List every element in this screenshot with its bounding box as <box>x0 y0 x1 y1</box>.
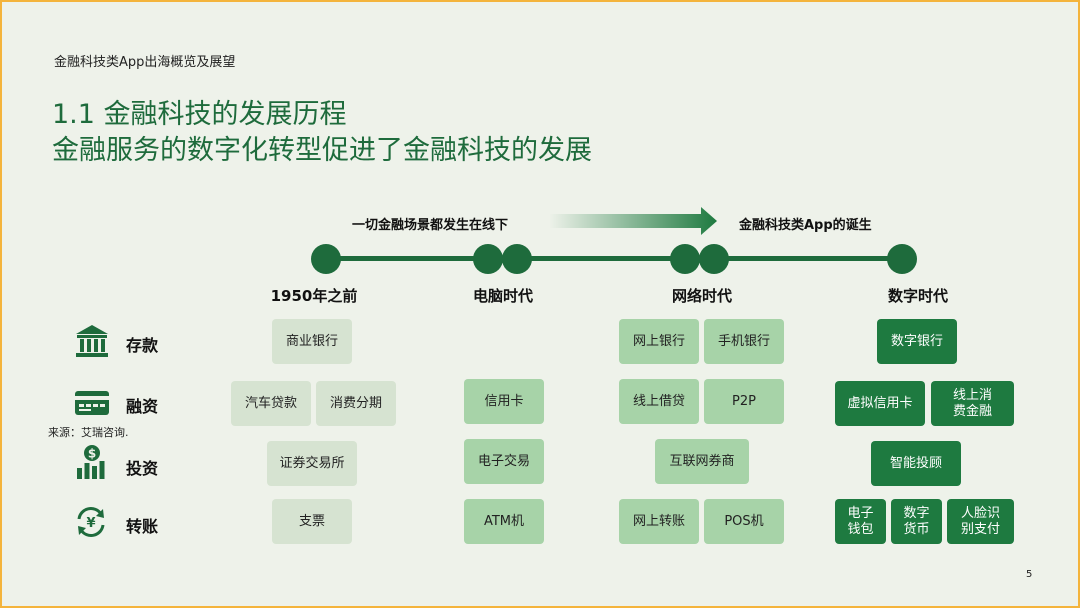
cell-atm: ATM机 <box>464 499 544 544</box>
cell-mobile-banking: 手机银行 <box>704 319 784 364</box>
offline-era-label: 一切金融场景都发生在线下 <box>352 218 509 233</box>
cell-car-loan: 汽车贷款 <box>231 381 311 426</box>
cell-virtual-credit-card: 虚拟信用卡 <box>835 381 925 426</box>
cell-digital-currency: 数字 货币 <box>891 499 942 544</box>
cell-robo-advisor: 智能投顾 <box>871 441 961 486</box>
timeline-dot <box>502 244 532 274</box>
investment-chart-icon: $ <box>77 445 105 479</box>
category-savings-label: 存款 <box>126 336 159 355</box>
credit-card-icon <box>75 391 109 415</box>
cell-face-payment: 人脸识 别支付 <box>947 499 1014 544</box>
era-computer: 电脑时代 <box>472 287 534 305</box>
category-transfer-label: 转账 <box>126 517 159 536</box>
yen-exchange-icon: ¥ <box>77 507 105 537</box>
cell-consumer-installment: 消费分期 <box>316 381 396 426</box>
cell-electronic-trading: 电子交易 <box>464 439 544 484</box>
cell-online-banking: 网上银行 <box>619 319 699 364</box>
cell-online-consumer-finance: 线上消 费金融 <box>931 381 1014 426</box>
era-digital: 数字时代 <box>887 287 949 305</box>
source-note: 来源：艾瑞咨询. <box>48 426 129 439</box>
cell-internet-broker: 互联网券商 <box>655 439 749 484</box>
svg-text:$: $ <box>88 447 96 461</box>
category-investment-label: 投资 <box>126 459 159 478</box>
timeline-dot <box>670 244 700 274</box>
timeline-dot <box>311 244 341 274</box>
page-number: 5 <box>1026 569 1033 580</box>
era-pre-1950: 1950年之前 <box>270 287 358 305</box>
cell-p2p: P2P <box>704 379 784 424</box>
cell-digital-bank: 数字银行 <box>877 319 957 364</box>
timeline-line <box>325 256 902 261</box>
cell-e-wallet: 电子 钱包 <box>835 499 886 544</box>
svg-text:¥: ¥ <box>86 516 95 531</box>
cell-cheque: 支票 <box>272 499 352 544</box>
cell-commercial-bank: 商业银行 <box>272 319 352 364</box>
timeline-dot <box>699 244 729 274</box>
timeline-dot <box>473 244 503 274</box>
title-line-2: 金融服务的数字化转型促进了金融科技的发展 <box>52 135 592 166</box>
cell-pos-machine: POS机 <box>704 499 784 544</box>
category-financing-label: 融资 <box>126 397 159 416</box>
page-title: 1.1 金融科技的发展历程 金融服务的数字化转型促进了金融科技的发展 <box>52 97 592 169</box>
gradient-arrow-icon <box>549 207 717 235</box>
cell-online-transfer: 网上转账 <box>619 499 699 544</box>
fintech-app-birth-label: 金融科技类App的诞生 <box>739 218 872 233</box>
cell-credit-card: 信用卡 <box>464 379 544 424</box>
title-line-1: 1.1 金融科技的发展历程 <box>52 99 347 130</box>
bank-icon <box>76 325 108 357</box>
cell-stock-exchange: 证券交易所 <box>267 441 357 486</box>
timeline-dot <box>887 244 917 274</box>
era-internet: 网络时代 <box>671 287 733 305</box>
cell-online-lending: 线上借贷 <box>619 379 699 424</box>
header-text: 金融科技类App出海概览及展望 <box>54 55 236 70</box>
